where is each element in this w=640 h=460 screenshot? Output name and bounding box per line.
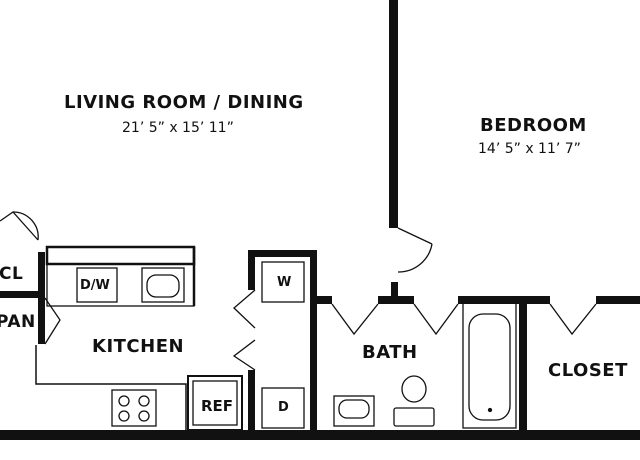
stove	[111, 389, 157, 427]
wall-living-bedroom-lower	[391, 282, 398, 302]
wall-bath-top-2	[378, 296, 414, 304]
kitchen-label: KITCHEN	[92, 336, 185, 357]
wall-bath-top-4	[596, 296, 640, 304]
living-room-label: LIVING ROOM / DINING	[64, 92, 304, 113]
dryer-label: D	[278, 400, 289, 415]
wall-bath-top-3	[458, 296, 550, 304]
closet-label: CLOSET	[548, 360, 628, 381]
dishwasher	[76, 267, 118, 303]
toilet	[393, 407, 435, 427]
cl-label: CL	[0, 264, 24, 284]
refrigerator-label: REF	[201, 397, 234, 415]
wall-laundry-top	[248, 250, 316, 257]
kitchen-counter-body	[46, 263, 195, 307]
kitchen-sink	[141, 267, 185, 303]
wall-living-bedroom	[389, 0, 398, 228]
dishwasher-label: D/W	[80, 278, 110, 293]
washer-label: W	[277, 275, 292, 290]
dryer	[261, 387, 305, 429]
bedroom-dimensions: 14’ 5” x 11’ 7”	[478, 141, 581, 157]
wall-laundry-left-top	[248, 250, 255, 290]
wall-bath-left	[310, 250, 317, 432]
refrigerator	[187, 375, 243, 431]
wall-cl-divider	[0, 291, 45, 298]
bath-label: BATH	[362, 342, 418, 363]
wall-bottom	[0, 430, 640, 440]
pan-label: PAN	[0, 312, 36, 332]
wall-closet-left	[519, 296, 527, 432]
kitchen-counter-top	[45, 245, 196, 266]
bath-vanity	[333, 395, 375, 427]
wall-laundry-left-bottom	[248, 370, 255, 432]
wall-bath-top-1	[316, 296, 332, 304]
bathtub	[462, 302, 517, 429]
washer	[261, 261, 305, 303]
bedroom-label: BEDROOM	[480, 115, 587, 136]
living-room-dimensions: 21’ 5” x 15’ 11”	[122, 120, 234, 136]
